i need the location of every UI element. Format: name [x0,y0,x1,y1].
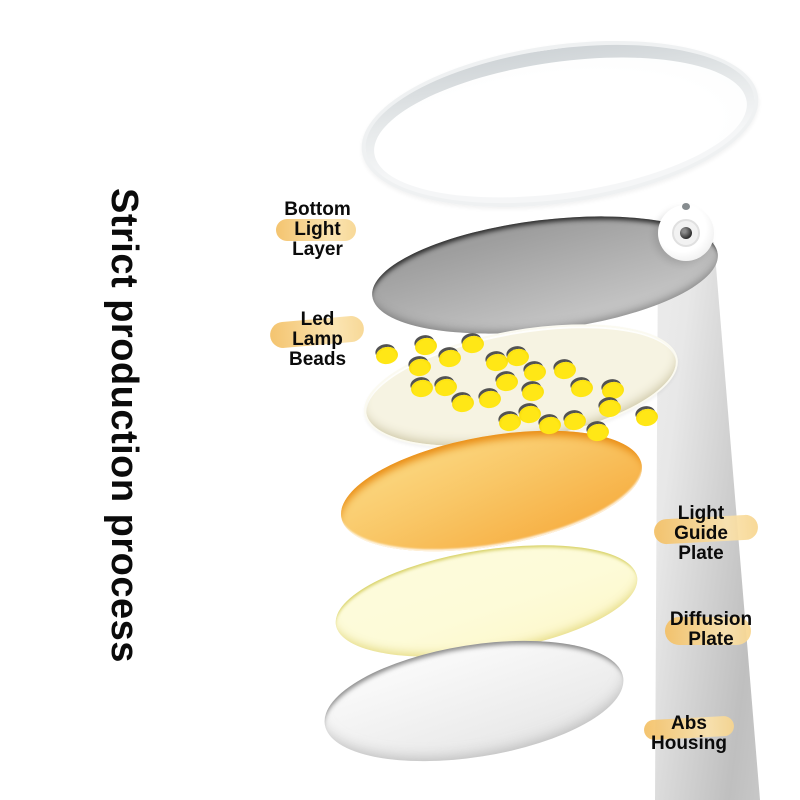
label-light-guide-plate: Light Guide Plate [640,504,762,564]
label-line: Light [294,219,341,240]
label-diffusion-plate: Diffusion Plate [650,610,772,650]
label-line: Led [300,309,335,330]
label-line: Lamp [292,329,343,350]
label-line: Light [677,503,725,524]
label-line: Diffusion [669,609,753,630]
hinge-knob [658,205,714,261]
label-line: Guide [674,523,728,544]
label-line: Layer [292,239,343,260]
label-bottom-light-layer: Bottom Light Layer [250,200,385,260]
lamp-head [350,17,770,231]
label-line: Plate [678,543,724,564]
label-line: Abs [671,713,707,734]
label-abs-housing: Abs Housing [628,714,750,754]
highlight-pill [665,617,751,645]
page-title: Strict production process [103,188,145,663]
led-bead [634,407,660,428]
screw-hole [682,203,690,210]
highlight-pill [276,219,356,241]
hinge-knob-ring [672,219,700,247]
hinge-knob-hole [680,227,692,239]
label-line: Beads [288,349,347,370]
lamp-head-light-face [365,36,756,219]
label-line: Plate [688,629,734,650]
label-line: Housing [651,733,727,754]
label-line: Bottom [284,199,351,220]
label-led-lamp-beads: Led Lamp Beads [250,310,385,370]
